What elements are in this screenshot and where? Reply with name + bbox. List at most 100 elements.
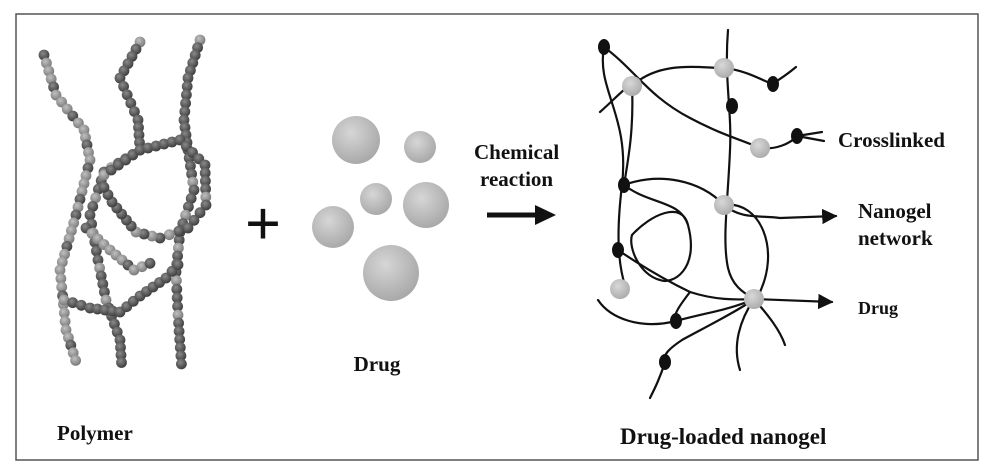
crosslinked-label: Crosslinked xyxy=(838,128,945,152)
polymer-bead xyxy=(174,334,186,345)
polymer-bead xyxy=(185,160,196,172)
nanogel-label-line1: Nanogel xyxy=(858,199,932,223)
polymer-bead xyxy=(118,81,129,92)
network-strand xyxy=(622,84,634,187)
polymer-bead xyxy=(144,257,156,269)
network-strand xyxy=(622,183,692,282)
network-strand xyxy=(722,203,769,298)
network-strand xyxy=(598,65,774,114)
crosslink-nodes xyxy=(598,39,803,370)
polymer-bead xyxy=(173,325,185,337)
polymer-bead xyxy=(185,193,197,204)
polymer-bead xyxy=(180,209,192,221)
polymer-bead xyxy=(173,234,185,246)
polymer-bead xyxy=(194,207,206,219)
drug-particle xyxy=(403,182,449,228)
polymer-bead xyxy=(186,168,198,180)
polymer-bead xyxy=(200,183,212,195)
polymer-bead xyxy=(97,278,109,290)
drug-node xyxy=(744,289,764,309)
drug-nodes xyxy=(610,58,770,309)
drug-node xyxy=(714,58,734,78)
polymer-bead xyxy=(54,264,66,276)
polymer-bead xyxy=(172,250,184,262)
crosslink-node xyxy=(670,313,682,329)
polymer-bead xyxy=(95,270,107,282)
polymer-bead xyxy=(173,225,185,237)
drug-particles xyxy=(312,116,449,301)
polymer-bead xyxy=(70,355,81,366)
polymer-bead xyxy=(182,72,194,84)
polymer-bead xyxy=(171,275,182,286)
network-strand xyxy=(602,45,762,150)
polymer-bead xyxy=(171,292,183,304)
product-label: Drug-loaded nanogel xyxy=(620,424,826,449)
polymer-bead xyxy=(172,309,184,321)
crosslink-node xyxy=(618,177,630,193)
drug-node xyxy=(714,195,734,215)
polymer-bead xyxy=(173,242,184,254)
polymer-bead xyxy=(182,222,194,234)
drug-node xyxy=(750,138,770,158)
drug-pointer-label: Drug xyxy=(858,298,898,318)
polymer-bead xyxy=(94,262,105,274)
polymer-bead xyxy=(183,201,194,213)
polymer-bead xyxy=(188,214,200,226)
polymer-bead xyxy=(176,358,187,370)
polymer-bead xyxy=(199,159,211,171)
polymer-bead xyxy=(173,317,185,329)
polymer-bead xyxy=(125,97,137,109)
polymer-bead xyxy=(200,199,212,211)
polymer-bead xyxy=(181,81,193,92)
polymer-bead xyxy=(90,192,101,204)
nanogel-label-line2: network xyxy=(858,226,933,250)
drug-node xyxy=(622,76,642,96)
polymer-bead xyxy=(84,209,96,221)
polymer-bead xyxy=(75,299,87,311)
polymer-bead xyxy=(175,350,187,362)
reaction-label-line2: reaction xyxy=(480,167,553,191)
polymer-bead xyxy=(91,245,102,257)
polymer-bead xyxy=(67,297,79,309)
polymer-bead xyxy=(114,72,126,84)
polymer-bead xyxy=(174,342,186,353)
polymer-bead xyxy=(172,301,184,312)
drug-particle xyxy=(404,131,436,163)
polymer-bead xyxy=(172,259,184,271)
crosslink-node xyxy=(659,354,671,370)
drug-node xyxy=(610,279,630,299)
drug-particle xyxy=(363,245,419,301)
crosslink-node xyxy=(767,76,779,92)
polymer-bead xyxy=(180,97,192,109)
polymer-chains xyxy=(38,34,212,370)
polymer-bead xyxy=(188,184,200,196)
polymer-bead xyxy=(56,281,68,293)
crosslink-node xyxy=(726,98,738,114)
crosslink-node xyxy=(598,39,610,55)
polymer-bead xyxy=(98,181,110,193)
drug-particle xyxy=(312,206,354,248)
polymer-bead xyxy=(121,89,133,101)
polymer-bead xyxy=(58,294,70,306)
reaction-arrow xyxy=(487,205,556,225)
polymer-bead xyxy=(129,106,140,117)
polymer-bead xyxy=(163,229,175,241)
polymer-bead xyxy=(59,316,71,327)
figure-border xyxy=(15,13,979,461)
polymer-bead xyxy=(87,201,99,212)
polymer-bead xyxy=(181,89,192,101)
drug-label: Drug xyxy=(354,352,401,376)
network-strand xyxy=(724,28,756,301)
polymer-bead xyxy=(200,191,212,203)
polymer-bead xyxy=(179,106,191,117)
polymer-bead xyxy=(116,357,127,368)
polymer-bead xyxy=(187,176,199,188)
polymer-bead xyxy=(58,307,70,319)
polymer-bead xyxy=(92,254,104,266)
crosslink-node xyxy=(612,242,624,258)
polymer-bead xyxy=(200,175,211,187)
reaction-label-line1: Chemical xyxy=(474,140,559,164)
polymer-bead xyxy=(55,273,67,284)
polymer-bead xyxy=(199,167,211,179)
